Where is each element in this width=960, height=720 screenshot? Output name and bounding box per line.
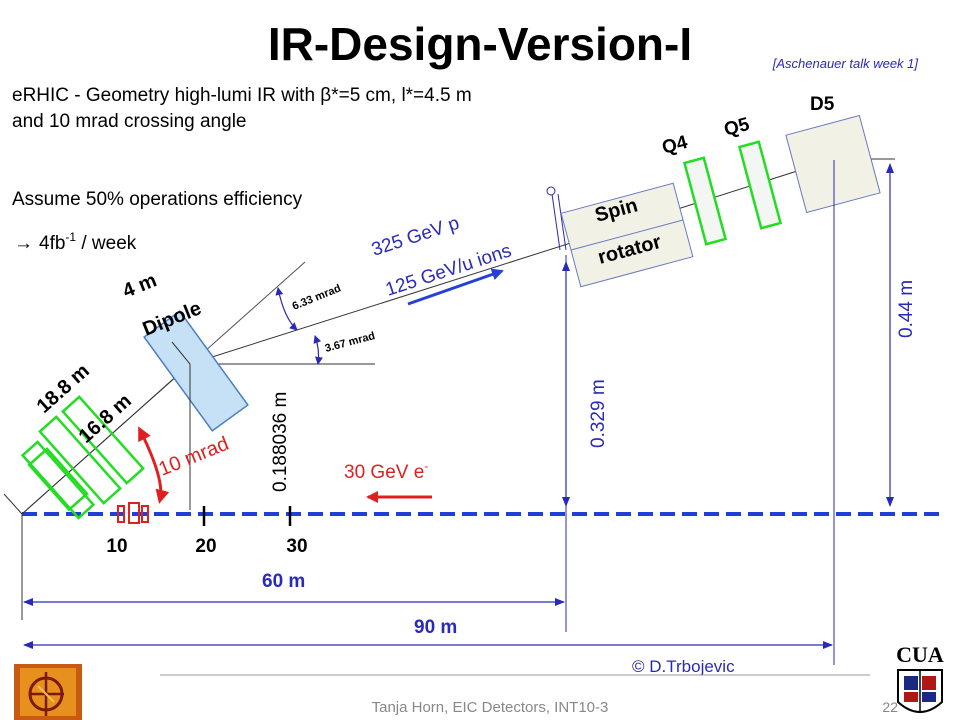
spin-rotator-marker	[546, 186, 556, 196]
electron-magnet-2	[128, 502, 140, 524]
dipole-bend-line	[171, 341, 191, 510]
rate-arrow: →	[14, 233, 33, 254]
tick-label-30: 30	[286, 536, 307, 557]
tick-label-20: 20	[195, 536, 216, 557]
dimension-90m-label: 90 m	[414, 617, 457, 638]
electron-magnet-1	[117, 505, 125, 523]
hadron-direction-arrow	[407, 268, 504, 306]
subtitle-line-1: eRHIC - Geometry high-lumi IR with β*=5 …	[12, 85, 472, 106]
offset-label-1: 0.188036 m	[270, 392, 291, 492]
electron-beam-text: 30 GeV e	[344, 462, 424, 483]
electron-magnet-3	[141, 505, 149, 523]
d5-magnet	[785, 114, 881, 214]
reference-note: [Aschenauer talk week 1]	[772, 56, 919, 71]
page-title: IR-Design-Version-I	[268, 18, 692, 70]
assumption-text: Assume 50% operations efficiency	[12, 189, 303, 210]
ip-quad-triplet	[27, 447, 89, 512]
q4-label: Q4	[660, 132, 690, 159]
page-number: 22	[882, 699, 898, 715]
lab-logo-icon	[14, 664, 82, 720]
offset-label-3: 0.44 m	[896, 280, 917, 338]
offset-label-2: 0.329 m	[588, 379, 609, 448]
rate-text: → 4fb-1 / week	[14, 230, 137, 254]
spin-rotator-divider	[570, 219, 684, 251]
electron-beam-sup: -	[424, 459, 428, 473]
ip-quad-c	[61, 395, 145, 485]
ip-quad-a	[20, 440, 96, 520]
rate-value: 4fb	[39, 233, 65, 254]
angle-label-2: 3.67 mrad	[324, 330, 377, 355]
ip-quad-b	[38, 415, 122, 505]
cua-logo-icon: CUA	[896, 642, 944, 713]
ip-tip-line	[3, 493, 23, 515]
crossing-angle-arc	[138, 426, 170, 504]
dipole-magnet	[143, 310, 249, 432]
dipole-length-label: 4 m	[120, 269, 160, 302]
crossing-angle-label: 10 mrad	[156, 433, 232, 481]
spin-rotator-line-2	[557, 193, 567, 251]
angle-arc-lower	[313, 335, 323, 365]
tick-label-10: 10	[106, 536, 127, 557]
ip-quad-1	[27, 447, 89, 512]
q4-magnet	[682, 156, 728, 246]
angle-label-1: 6.33 mrad	[291, 282, 343, 312]
rate-exponent: -1	[65, 230, 76, 244]
cua-logo-text: CUA	[896, 642, 944, 667]
footer-text: Tanja Horn, EIC Detectors, INT10-3	[372, 699, 609, 716]
rate-unit: / week	[76, 233, 137, 254]
proton-beam-label: 325 GeV p	[369, 213, 462, 261]
angle-arc-upper	[275, 287, 298, 331]
dimension-60m-label: 60 m	[262, 571, 305, 592]
spin-rotator-line-1	[551, 193, 561, 251]
credit-label: © D.Trbojevic	[632, 657, 735, 676]
q5-label: Q5	[722, 114, 752, 141]
length-label-18-8: 18.8 m	[33, 360, 94, 418]
q5-magnet	[737, 140, 783, 230]
electron-beam-label: 30 GeV e-	[344, 459, 428, 483]
d5-label: D5	[810, 94, 835, 115]
subtitle-line-2: and 10 mrad crossing angle	[12, 111, 246, 132]
